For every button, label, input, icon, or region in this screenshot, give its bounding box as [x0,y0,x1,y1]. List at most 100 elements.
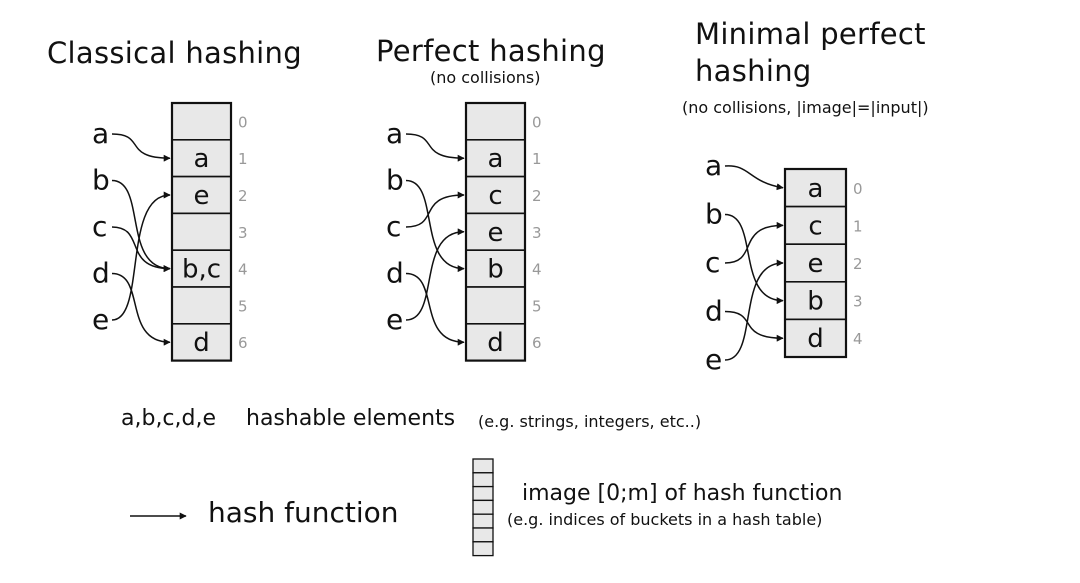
hash-arrow [405,133,465,162]
input-element: a [386,117,403,150]
image-table-cell [472,527,494,543]
hash-arrow [724,213,784,305]
legend-image-label: image [0;m] of hash function [522,481,843,506]
bucket-slot [465,139,526,178]
bucket-slot [465,175,526,215]
hash-arrow [724,310,784,342]
bucket-slot [171,212,232,251]
input-element: c [386,210,401,243]
bucket-value: a [194,144,210,174]
bucket-slot [784,205,847,246]
image-table-cell [472,541,494,557]
hash-arrow [724,165,784,191]
hash-arrow [111,133,171,162]
bucket-index: 0 [532,113,542,131]
input-element: e [705,343,722,376]
hash-arrow [111,191,171,321]
hash-table-border [464,101,527,362]
bucket-value: a [808,174,824,204]
input-element: d [386,257,404,290]
bucket-index: 4 [238,261,248,279]
hash-arrow [724,259,784,361]
hash-arrow [111,226,171,273]
hash-arrow [724,221,784,264]
legend-elements-label: hashable elements [246,406,456,431]
bucket-value: b [487,255,504,285]
bucket-value: b [807,287,824,317]
bucket-slot [465,102,526,141]
input-element: b [92,164,110,197]
image-table-cell [472,485,494,502]
perfect-hashing-subtitle: (no collisions) [430,68,541,87]
input-element: b [386,164,404,197]
bucket-value: d [193,328,210,358]
input-element: d [705,295,723,328]
image-table-icon [472,458,494,557]
bucket-index: 6 [238,334,248,352]
hash-arrow [405,272,465,346]
hash-arrow [405,191,465,228]
image-table-cell [472,513,494,529]
bucket-slot [171,286,232,325]
perfect-hashing-title: Perfect hashing [376,34,606,68]
bucket-value: c [488,181,502,211]
bucket-value: c [808,211,822,241]
bucket-index: 5 [532,297,542,315]
hash-arrow [111,179,171,273]
bucket-slot [171,102,232,141]
bucket-value: d [807,324,824,354]
input-element: c [705,246,720,279]
bucket-value: e [488,218,504,248]
bucket-index: 5 [238,297,248,315]
input-element: a [705,149,722,182]
legend-elements-note: (e.g. strings, integers, etc..) [478,412,702,431]
bucket-slot [465,249,526,288]
legend-elements-symbols: a,b,c,d,e [121,406,217,431]
input-element: e [386,303,403,336]
bucket-index: 3 [532,224,542,242]
bucket-value: b,c [182,255,221,285]
bucket-slot [784,318,847,358]
bucket-index: 3 [853,293,863,311]
legend-hash-function-label: hash function [208,496,399,529]
bucket-index: 2 [532,187,542,205]
hash-arrow [111,272,171,346]
hash-arrow [405,179,465,273]
input-element: e [92,303,109,336]
bucket-value: a [488,144,504,174]
bucket-index: 2 [238,187,248,205]
input-element: c [92,210,107,243]
input-element: a [92,117,109,150]
bucket-value: e [194,181,210,211]
bucket-index: 0 [238,113,248,131]
bucket-index: 0 [853,180,863,198]
minimal-perfect-hashing-title-line1: Minimal perfect [695,17,926,51]
bucket-index: 3 [238,224,248,242]
bucket-index: 6 [532,334,542,352]
bucket-index: 4 [853,330,863,348]
bucket-index: 4 [532,261,542,279]
legend-image-note: (e.g. indices of buckets in a hash table… [507,510,823,529]
image-table-cell [472,458,494,474]
bucket-index: 2 [853,255,863,273]
hash-arrow [405,228,465,321]
bucket-index: 1 [532,150,542,168]
minimal-perfect-hashing-subtitle: (no collisions, |image|=|input|) [682,98,929,117]
image-table-cell [472,472,494,488]
hash-table-border [170,101,233,362]
image-table-cell [472,499,494,515]
classical-hashing-title: Classical hashing [47,36,302,70]
input-element: b [705,198,723,231]
bucket-value: e [808,249,824,279]
bucket-index: 1 [853,217,863,235]
minimal-perfect-hashing-title-line2: hashing [695,54,812,88]
bucket-value: d [487,328,504,358]
bucket-index: 1 [238,150,248,168]
input-element: d [92,257,110,290]
bucket-slot [465,286,526,325]
hash-table-border [783,167,848,359]
